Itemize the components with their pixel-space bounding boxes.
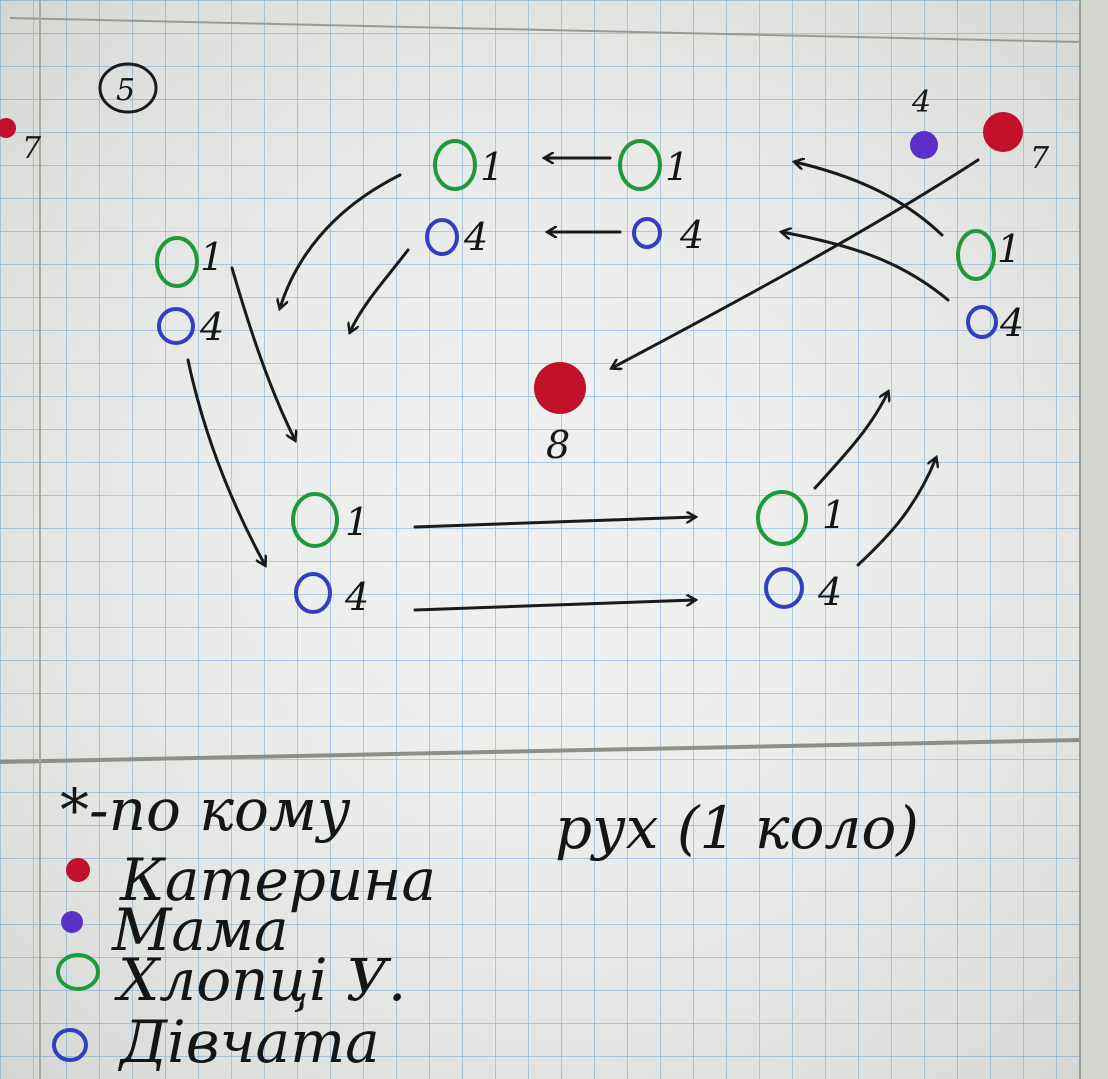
svg-text:1: 1 <box>822 493 846 537</box>
blue-circle-icon <box>157 307 195 345</box>
svg-text:4: 4 <box>344 575 369 619</box>
group-bottom-left: 1 4 <box>291 492 369 619</box>
kateryna-center-dot <box>534 362 586 414</box>
legend-line1-a: *-по кому <box>60 776 351 844</box>
svg-text:4: 4 <box>679 213 704 257</box>
svg-text:1: 1 <box>345 500 369 544</box>
green-circle-icon <box>155 236 199 288</box>
green-circle-icon <box>956 229 996 281</box>
center-label: 8 <box>546 423 570 467</box>
svg-text:1: 1 <box>997 227 1021 271</box>
blue-circle-icon <box>425 218 459 256</box>
group-bottom-right: 1 4 <box>756 490 846 614</box>
task-number: 5 <box>116 73 135 108</box>
svg-text:4: 4 <box>463 215 488 259</box>
legend-kateryna: Катерина <box>119 846 436 914</box>
svg-text:4: 4 <box>817 570 842 614</box>
green-circle-icon <box>433 139 477 191</box>
edge-left-label: 7 <box>22 131 42 166</box>
purple-dot-icon <box>61 911 83 933</box>
svg-text:1: 1 <box>480 145 504 189</box>
legend-mama: Мама <box>111 896 289 964</box>
svg-text:4: 4 <box>999 301 1024 345</box>
svg-text:4: 4 <box>199 305 224 349</box>
group-right: 1 4 <box>956 227 1024 345</box>
green-circle-icon <box>291 492 339 548</box>
green-circle-icon <box>618 139 662 191</box>
group-left: 1 4 <box>155 235 224 349</box>
edge-red-dot <box>0 118 16 138</box>
blue-circle-icon <box>632 217 662 249</box>
blue-circle-icon <box>966 305 998 339</box>
mama-top-label: 4 <box>911 85 931 120</box>
blue-circle-icon <box>764 567 804 609</box>
mama-dot <box>910 131 938 159</box>
green-circle-icon <box>56 953 100 991</box>
svg-text:1: 1 <box>200 235 224 279</box>
divider-line <box>0 738 1081 764</box>
kateryna-dot-top <box>983 112 1023 152</box>
legend-girls: Дівчата <box>117 1008 380 1076</box>
legend-line1-b: рух (1 коло) <box>555 794 919 862</box>
page-right-edge <box>1080 0 1108 1079</box>
task-number-circle <box>98 62 158 114</box>
kateryna-top-label: 7 <box>1030 141 1050 176</box>
blue-circle-icon <box>294 572 332 614</box>
blue-circle-icon <box>52 1028 88 1062</box>
svg-text:1: 1 <box>665 145 689 189</box>
legend-boys: Хлопці У. <box>114 946 406 1014</box>
legend: *-по кому рух (1 коло) Катерина Мама Хло… <box>52 776 919 1076</box>
red-dot-icon <box>66 858 90 882</box>
group-top-right: 1 4 <box>618 139 704 257</box>
movement-arrows <box>186 158 980 612</box>
group-top-left: 1 4 <box>425 139 504 259</box>
green-circle-icon <box>756 490 808 546</box>
